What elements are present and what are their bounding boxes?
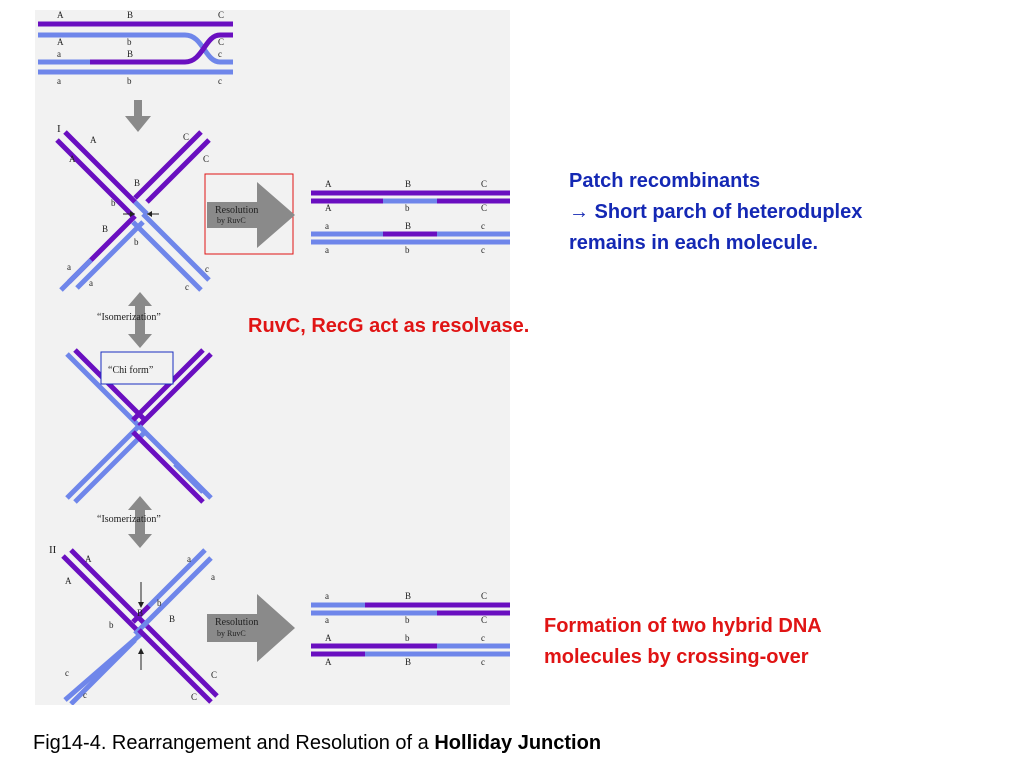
resolvase-note: RuvC, RecG act as resolvase. <box>248 315 530 337</box>
stage-II-label-b-top: b <box>157 598 162 608</box>
p1-label-B3: B <box>405 221 411 231</box>
product-1-duplexes: A B C A b C a B c a b c <box>311 179 510 255</box>
p1-label-B1: B <box>405 179 411 189</box>
p2-label-B4: B <box>405 657 411 667</box>
stage-I-label-A-outer: A <box>90 135 97 145</box>
caption-bold: Holliday Junction <box>434 732 602 754</box>
stage-II-label-a-outer: a <box>187 554 191 564</box>
top-label-c3: c <box>218 49 222 59</box>
hybrid-dna-note: Formation of two hybrid DNA molecules by… <box>544 611 822 673</box>
p1-label-a4: a <box>325 245 329 255</box>
isomerization-label-1: “Isomerization” <box>97 312 161 323</box>
resolution-sub-2: by RuvC <box>217 629 246 638</box>
p1-label-c4: c <box>481 245 485 255</box>
resolution-box-1: Resolution by RuvC <box>204 173 295 255</box>
top-label-a3: a <box>57 49 61 59</box>
p1-label-A1: A <box>325 179 332 189</box>
stage-I-label-B-top: B <box>134 178 140 188</box>
caption-prefix: Fig14-4. Rearrangement and Resolution of… <box>33 732 435 754</box>
resolution-label-2: Resolution <box>215 617 258 628</box>
resolution-arrow-2: Resolution by RuvC <box>207 594 295 662</box>
stage-II-label-A-outer: A <box>85 554 92 564</box>
holliday-junction-diagram: A B C A b C a B c a b c I <box>38 10 510 705</box>
p2-label-b3: b <box>405 633 410 643</box>
stage-I-label-c-bottom: c <box>185 282 189 292</box>
resolution-sub-1: by RuvC <box>217 216 246 225</box>
top-label-a4: a <box>57 76 61 86</box>
stage-I-label-B-left: B <box>102 224 108 234</box>
top-label-C2: C <box>218 37 224 47</box>
p2-label-C1: C <box>481 591 487 601</box>
p2-label-c3: c <box>481 633 485 643</box>
p2-label-A3: A <box>325 633 332 643</box>
stage-II-numeral: II <box>49 544 57 556</box>
p1-label-a3: a <box>325 221 329 231</box>
p1-label-A2: A <box>325 203 332 213</box>
top-label-b2: b <box>127 37 132 47</box>
stage-II-label-C-bottom: C <box>191 692 197 702</box>
p1-label-c3: c <box>481 221 485 231</box>
top-label-c4: c <box>218 76 222 86</box>
stage-II-label-B-right: B <box>169 614 175 624</box>
chi-form-label: “Chi form” <box>108 365 153 376</box>
stage-I-label-a-bottom: a <box>89 278 93 288</box>
stage-I-label-a-left: a <box>67 262 71 272</box>
isomerization-arrow-2-icon <box>128 496 152 548</box>
down-arrow-icon <box>125 100 151 132</box>
stage-II-label-b-left: b <box>109 620 114 630</box>
product-2-duplexes: a B C a b C A b c A B c <box>311 591 510 667</box>
stage-II-label-c-bottom: c <box>83 690 87 700</box>
stage-II-label-A-inner: A <box>65 576 72 586</box>
p2-label-C2: C <box>481 615 487 625</box>
stage-II-label-C-right: C <box>211 670 217 680</box>
p1-label-b2: b <box>405 203 410 213</box>
isomerization-label-2: “Isomerization” <box>97 514 161 525</box>
top-label-A1: A <box>57 10 64 20</box>
stage-II-label-c-left: c <box>65 668 69 678</box>
patch-note-line-1: Patch recombinants <box>569 170 761 192</box>
top-label-B3: B <box>127 49 133 59</box>
isomerization-arrow-1-icon <box>128 292 152 348</box>
stage-II-label-B-top: B <box>137 608 143 618</box>
stage-I-label-C-inner: C <box>203 154 209 164</box>
formation-note-line-2: molecules by crossing-over <box>544 646 809 668</box>
p2-label-a2: a <box>325 615 329 625</box>
figure-caption: Fig14-4. Rearrangement and Resolution of… <box>33 732 601 755</box>
stage-II-junction: II A A a a B b B b c c C C <box>49 544 219 705</box>
initial-duplexes: A B C A b C a B c a b c <box>38 10 233 86</box>
stage-I-label-c-right: c <box>205 264 209 274</box>
chi-form: “Chi form” <box>65 348 213 504</box>
stage-II-label-a-inner: a <box>211 572 215 582</box>
stage-I-junction: I A A C C B b B b a a c <box>55 123 211 292</box>
stage-I-label-b-bottom: b <box>134 237 139 247</box>
patch-note-line-2: → Short parch of heteroduplex <box>569 201 863 223</box>
p1-label-C1: C <box>481 179 487 189</box>
p2-label-b2: b <box>405 615 410 625</box>
stage-I-numeral: I <box>57 123 61 135</box>
top-label-B1: B <box>127 10 133 20</box>
stage-I-label-b-left: b <box>111 198 116 208</box>
stage-I-label-A-inner: A <box>69 154 76 164</box>
figure-panel: A B C A b C a B c a b c I <box>35 10 510 705</box>
patch-note-line-3: remains in each molecule. <box>569 232 818 254</box>
p1-label-C2: C <box>481 203 487 213</box>
p2-label-a1: a <box>325 591 329 601</box>
top-label-b4: b <box>127 76 132 86</box>
p2-label-A4: A <box>325 657 332 667</box>
stage-I-label-C-outer: C <box>183 132 189 142</box>
patch-recombinants-note: Patch recombinants → Short parch of hete… <box>569 166 862 259</box>
p2-label-c4: c <box>481 657 485 667</box>
resolution-label-1: Resolution <box>215 205 258 216</box>
formation-note-line-1: Formation of two hybrid DNA <box>544 615 822 637</box>
p2-label-B1: B <box>405 591 411 601</box>
p1-label-b4: b <box>405 245 410 255</box>
top-label-A2: A <box>57 37 64 47</box>
top-label-C1: C <box>218 10 224 20</box>
